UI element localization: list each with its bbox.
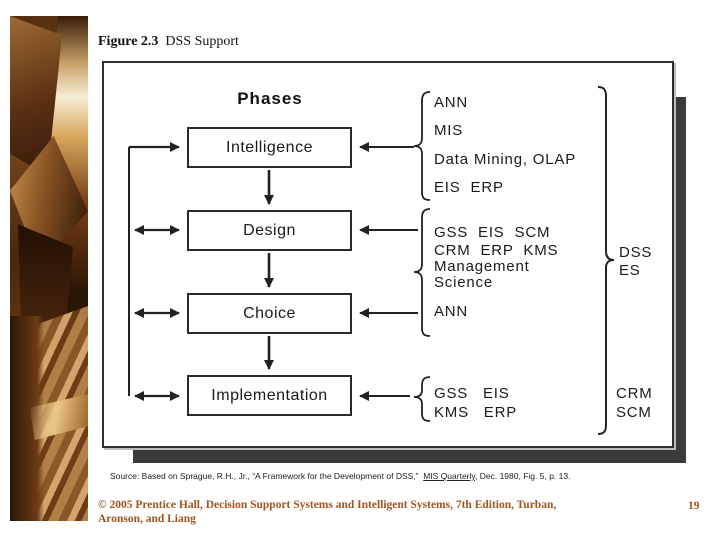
label-es: ES — [619, 262, 641, 279]
tech-list-line: Data Mining, OLAP — [434, 151, 576, 168]
source-citation: Source: Based on Sprague, R.H., Jr., “A … — [110, 471, 570, 481]
copyright-notice: © 2005 Prentice Hall, Decision Support S… — [98, 499, 658, 526]
tech-list-line: EIS ERP — [434, 179, 504, 196]
wood-texture-sidebar — [10, 16, 88, 521]
phase-box-choice: Choice — [187, 293, 352, 334]
tech-list-line: GSS EIS SCM — [434, 224, 551, 241]
phases-heading: Phases — [237, 89, 303, 108]
dss-support-figure: Phases Intelligence Design Choice Implem… — [102, 61, 674, 448]
figure-title: Figure 2.3 DSS Support — [98, 34, 239, 50]
figure-number: Figure 2.3 — [98, 34, 159, 49]
tech-list-line: Management — [434, 258, 530, 275]
copyright-line2: Aronson, and Liang — [98, 512, 196, 525]
source-journal: MIS Quarterly — [423, 471, 476, 481]
label-scm: SCM — [616, 404, 652, 421]
tech-list-line: GSS EIS — [434, 385, 510, 402]
flow-arrows-graphic — [128, 86, 615, 435]
label-dss: DSS — [619, 244, 653, 261]
tech-list-line: MIS — [434, 122, 464, 139]
label-crm: CRM — [616, 385, 653, 402]
tech-list-line: ANN — [434, 303, 469, 320]
figure-name: DSS Support — [165, 34, 239, 49]
source-suffix: , Dec. 1980, Fig. 5, p. 13. — [475, 471, 571, 481]
phase-box-implementation: Implementation — [187, 375, 352, 416]
page-number: 19 — [688, 500, 700, 512]
phase-box-intelligence: Intelligence — [187, 127, 352, 168]
tech-list-line: Science — [434, 274, 493, 291]
tech-list-line: KMS ERP — [434, 404, 518, 421]
tech-list-line: CRM ERP KMS — [434, 242, 559, 259]
source-prefix: Source: Based on Sprague, R.H., Jr., “A … — [110, 471, 424, 481]
copyright-line1: © 2005 Prentice Hall, Decision Support S… — [98, 499, 557, 511]
figure-shadow-right — [676, 97, 686, 463]
tech-list-line: ANN — [434, 94, 469, 111]
phase-box-design: Design — [187, 210, 352, 251]
figure-shadow-bottom — [133, 450, 686, 463]
